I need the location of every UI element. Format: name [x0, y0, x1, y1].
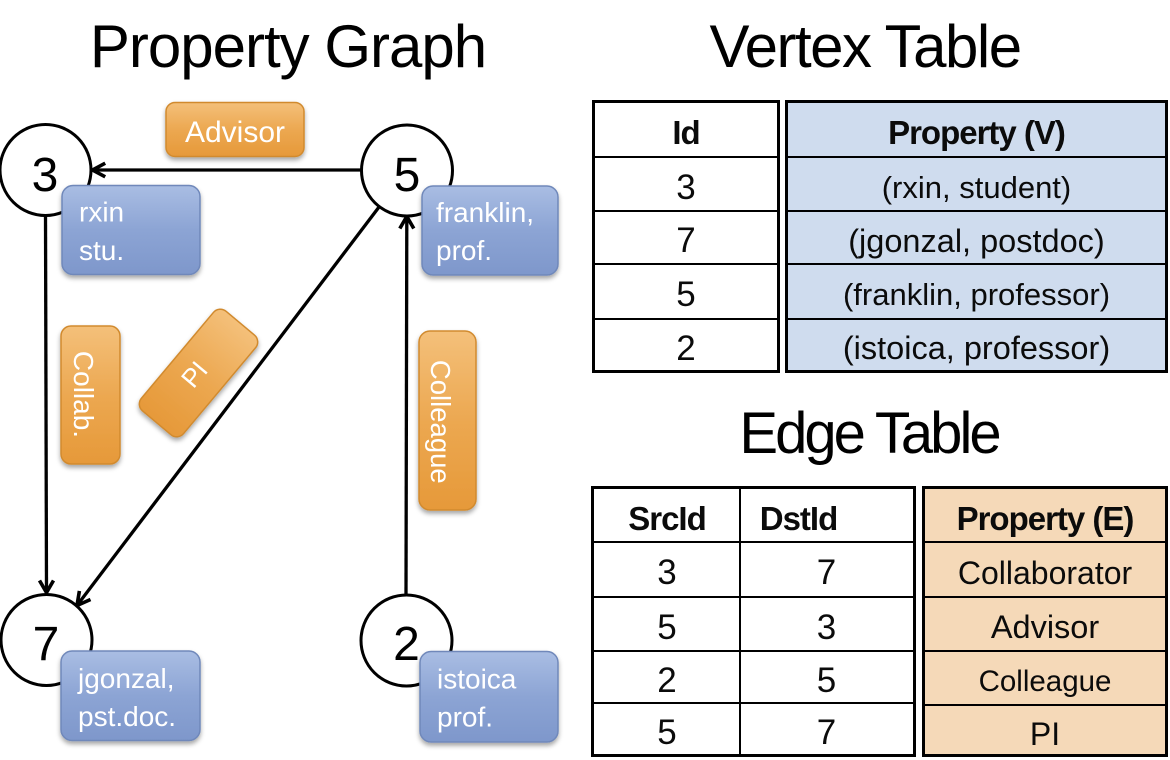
svg-text:prof.: prof. [436, 235, 492, 266]
svg-text:2: 2 [393, 618, 420, 671]
svg-text:5: 5 [394, 149, 421, 202]
svg-text:franklin,: franklin, [436, 197, 534, 228]
svg-text:7: 7 [33, 618, 60, 671]
svg-text:3: 3 [32, 149, 59, 202]
svg-text:prof.: prof. [437, 702, 493, 733]
svg-text:stu.: stu. [79, 235, 124, 266]
svg-text:rxin: rxin [79, 197, 124, 228]
svg-text:jgonzal,: jgonzal, [77, 663, 175, 694]
svg-text:pst.doc.: pst.doc. [78, 701, 176, 732]
svg-text:Advisor: Advisor [185, 116, 285, 149]
svg-text:Collab.: Collab. [68, 351, 99, 438]
svg-text:istoica: istoica [437, 664, 517, 695]
svg-text:Colleague: Colleague [425, 360, 456, 484]
